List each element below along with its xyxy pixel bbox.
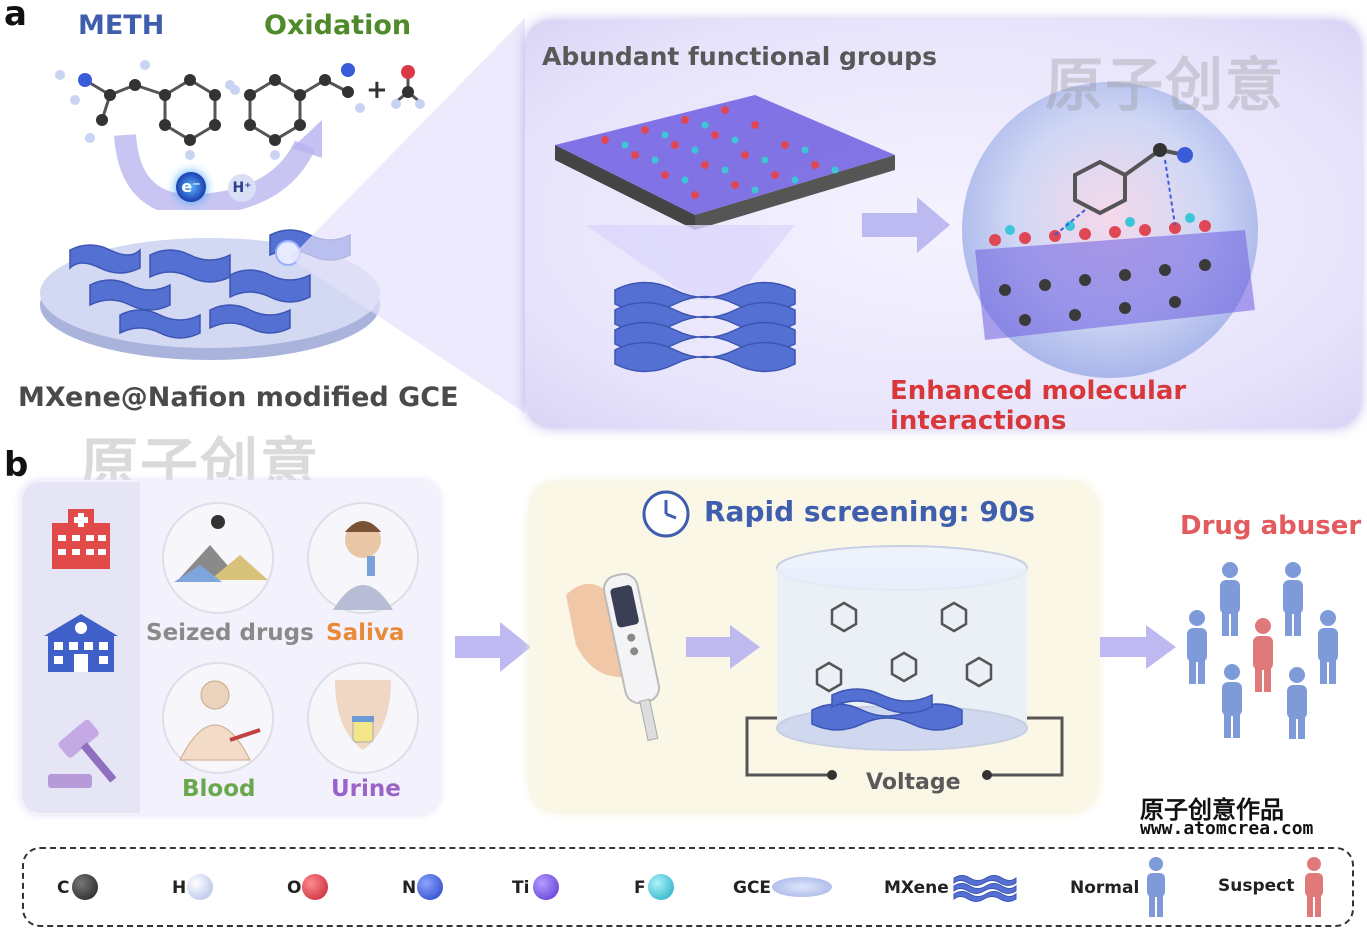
interaction-sphere <box>962 82 1258 378</box>
mxene-stack <box>614 281 796 373</box>
population-group <box>1187 562 1338 739</box>
panel-b-arrow-2 <box>686 625 760 669</box>
legend-label-normal: Normal <box>1070 878 1140 898</box>
legend-label-c: C <box>57 878 70 898</box>
legend-label-mxene: MXene <box>884 878 949 898</box>
screening-label: Rapid screening: 90s <box>704 495 1036 528</box>
panel-a-letter: a <box>4 0 27 34</box>
hospital-icon <box>52 509 110 569</box>
handheld-sensor <box>566 573 661 741</box>
credit-cn: 原子创意作品 <box>1140 796 1284 824</box>
normal-persons <box>1187 562 1338 739</box>
cell-electrode-flakes <box>811 688 963 731</box>
electrochemical-cell <box>745 545 1064 780</box>
legend-ball-o <box>302 874 328 900</box>
functional-groups-label: Abundant functional groups <box>542 42 937 71</box>
reaction-scheme: + <box>55 60 425 210</box>
legend-ball-h <box>187 874 213 900</box>
legend-label-n: N <box>402 878 417 898</box>
watermark-top: 原子创意 <box>1045 51 1286 119</box>
legend-label-h: H <box>172 878 187 898</box>
legend-ball-n <box>417 874 443 900</box>
dissolved-molecules <box>815 601 993 693</box>
voltage-label: Voltage <box>866 770 961 795</box>
legend-normal-person <box>1147 857 1165 917</box>
blood-bubble <box>162 662 274 774</box>
panel-a-arrow <box>862 197 950 253</box>
meth-atoms <box>55 60 235 160</box>
electrode-label: MXene@Nafion modified GCE <box>18 382 459 413</box>
mxene-lattice-illustration <box>555 95 895 373</box>
formaldehyde-molecule <box>391 65 425 109</box>
legend-ball-c <box>72 874 98 900</box>
suspect-person <box>1253 618 1273 692</box>
legend <box>22 847 1354 927</box>
seized-drugs-bubble <box>162 502 274 614</box>
interactions-label: Enhanced molecular interactions <box>890 376 1187 436</box>
panel-b-letter: b <box>4 445 29 485</box>
legend-ball-ti <box>533 874 559 900</box>
sample-label-seized-drugs: Seized drugs <box>146 620 314 646</box>
sample-label-blood: Blood <box>182 776 256 802</box>
sample-label-saliva: Saliva <box>326 620 405 646</box>
meth-molecule <box>84 78 217 142</box>
meth-adsorbed <box>1054 143 1193 236</box>
saliva-bubble <box>307 502 419 614</box>
legend-label-f: F <box>634 878 646 898</box>
result-label: Drug abuser <box>1180 511 1362 541</box>
legend-label-ti: Ti <box>512 878 530 898</box>
legend-ball-f <box>648 874 674 900</box>
proton-badge: H⁺ <box>228 174 256 202</box>
legend-label-suspect: Suspect <box>1218 876 1295 896</box>
oxidation-label: Oxidation <box>264 10 412 41</box>
panel-b-arrow-3 <box>1100 625 1176 669</box>
meth-label: METH <box>78 10 165 41</box>
legend-mxene-stack <box>953 875 1017 902</box>
reaction-arrow <box>114 133 316 210</box>
legend-label-gce: GCE <box>733 878 772 898</box>
urine-bubble <box>307 662 419 774</box>
legend-label-o: O <box>287 878 302 898</box>
sample-label-urine: Urine <box>331 776 401 802</box>
clock-icon <box>642 490 690 538</box>
legend-suspect-person <box>1305 857 1323 917</box>
electron-badge: e⁻ <box>176 172 206 202</box>
legend-gce-disc <box>772 877 832 897</box>
police-station-icon <box>44 614 118 672</box>
gavel-icon <box>48 719 117 788</box>
panel-b-arrow-1 <box>455 622 531 672</box>
credit-url: www.atomcrea.com <box>1140 818 1314 839</box>
plus-sign: + <box>366 75 388 105</box>
zoom-beam <box>290 18 525 413</box>
